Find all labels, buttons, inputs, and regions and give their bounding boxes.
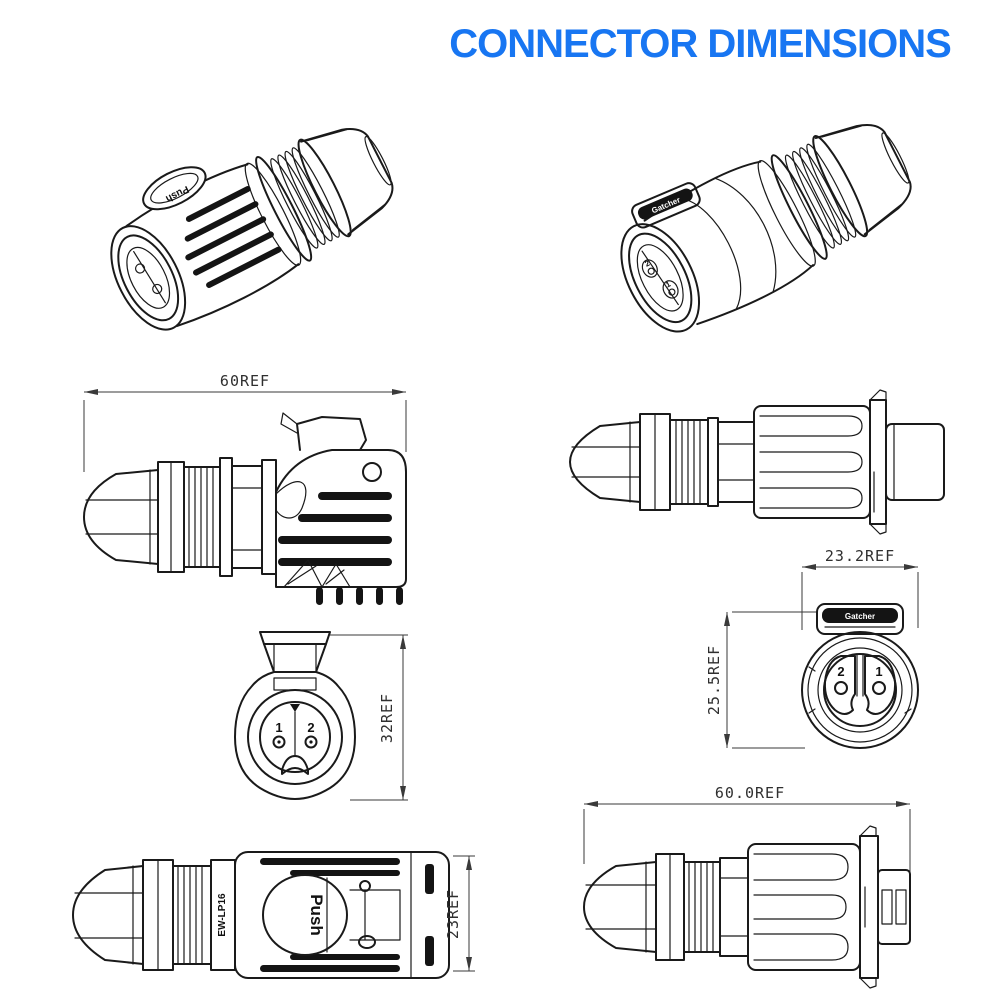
front-view-plug: 32REF 1 2	[234, 631, 408, 801]
plug-top-drawing: EW-LP16 Push	[72, 851, 450, 979]
dim-25-5ref: 25.5REF	[705, 611, 817, 749]
socket-1-label: 1	[664, 279, 673, 289]
push-latch	[142, 166, 207, 211]
pin-hole	[152, 283, 163, 295]
dim-32ref-label: 32REF	[378, 693, 396, 743]
pin-1-label: 1	[275, 720, 282, 735]
socket-top-drawing	[583, 825, 911, 989]
brand-label: Gatcher	[845, 612, 875, 621]
socket-2-label: 2	[643, 258, 652, 268]
page-title: CONNECTOR DIMENSIONS	[449, 22, 952, 66]
dim-23-2ref-label: 23.2REF	[825, 547, 895, 565]
pin-hole	[134, 263, 146, 274]
top-view-socket: 60.0REF	[583, 784, 911, 989]
side-view-socket	[569, 389, 945, 535]
iso-plug-drawing: Push	[110, 128, 394, 331]
iso-view-plug: Push	[110, 128, 394, 331]
push-label: Push	[307, 894, 326, 936]
pin-2-label: 2	[307, 720, 314, 735]
socket-hole	[668, 288, 676, 296]
plug-side-drawing	[83, 412, 407, 605]
iso-socket-drawing: 2 1 Gatcher	[620, 124, 912, 333]
iso-view-socket: 2 1 Gatcher	[620, 124, 912, 333]
dim-23ref-label: 23REF	[444, 889, 462, 939]
socket-2-label: 2	[837, 664, 844, 679]
dim-60ref-label: 60REF	[220, 372, 270, 390]
dim-23-2ref: 23.2REF	[801, 547, 919, 630]
dim-32ref: 32REF	[330, 634, 408, 801]
socket-side-drawing	[569, 389, 945, 535]
side-view-plug: 60REF	[83, 372, 407, 605]
dim-23ref: 23REF	[444, 855, 475, 972]
socket-1-label: 1	[875, 664, 882, 679]
front-view-socket: 23.2REF 25.5REF Gatcher	[705, 547, 919, 749]
socket-front-drawing: Gatcher 2 1	[801, 603, 919, 749]
socket-hole	[647, 267, 655, 275]
top-view-plug: EW-LP16 Push	[72, 851, 475, 979]
model-label: EW-LP16	[217, 893, 228, 937]
dim-25-5ref-label: 25.5REF	[705, 645, 723, 715]
dim-60-0ref: 60.0REF	[583, 784, 911, 874]
dim-60-0ref-label: 60.0REF	[715, 784, 785, 802]
plug-front-drawing: 1 2	[234, 631, 356, 800]
dim-60ref: 60REF	[83, 372, 407, 472]
push-button	[262, 874, 348, 956]
